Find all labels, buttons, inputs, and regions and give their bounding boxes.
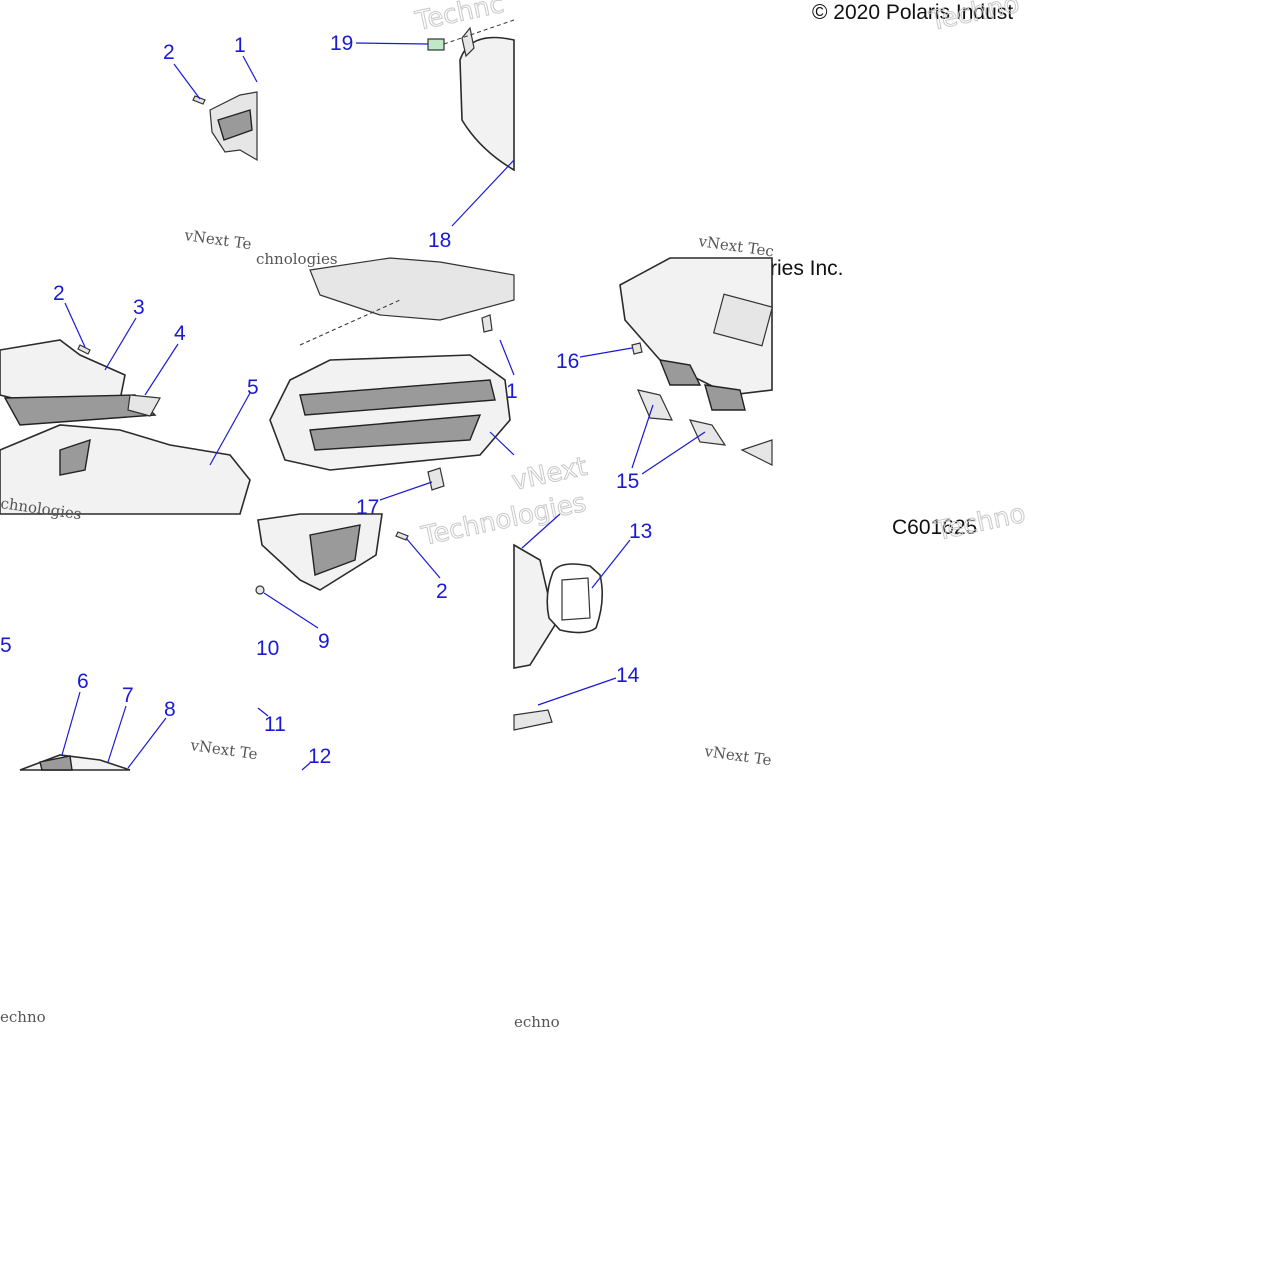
airbox-window (712, 293, 774, 347)
tile-top-middle: 19 18 Technc (330, 0, 515, 252)
screw-part-16 (631, 342, 643, 355)
watermark-text-5: vNext Te (188, 736, 258, 763)
callout-8: 8 (164, 698, 176, 721)
watermark-text-8: echno (514, 1013, 560, 1031)
screw-part-2c (395, 531, 409, 541)
pad-strip (740, 439, 773, 466)
head-lens-stripes (299, 379, 496, 416)
callout-14: 14 (616, 664, 640, 687)
clamp-part-15b (688, 419, 727, 446)
seal-inner (561, 577, 591, 621)
callout-1: 1 (234, 34, 246, 57)
diagram-code: C601625 (892, 516, 977, 539)
screw-part-2 (192, 95, 206, 105)
copyright-fragment: ries Inc. (770, 257, 844, 280)
duct-body (513, 543, 556, 669)
housing-detail (59, 438, 91, 476)
tile-mid-right: 16 15 (556, 257, 774, 493)
airbox-body (619, 257, 773, 396)
callout-1b: 1 (506, 380, 518, 403)
grille-part-3 (0, 339, 126, 406)
head-lens-stripes-2 (309, 414, 482, 451)
callout-12: 12 (308, 745, 331, 768)
callout-5b: 5 (0, 634, 12, 657)
callout-6: 6 (77, 670, 89, 693)
washer-part-9 (255, 585, 265, 595)
lower-lamp-lens (39, 755, 73, 771)
housing-part-5 (0, 424, 251, 515)
watermark-big: Technc (412, 0, 506, 37)
watermark-big-2: Techno (926, 0, 1022, 37)
clamp-part-15a (636, 389, 673, 421)
airbox-port-right (704, 384, 746, 411)
tile-top-right: vNext Tec Techno (696, 0, 1022, 261)
pad-part-14 (513, 709, 553, 731)
tile-bottom-left: 5 6 7 8 (0, 634, 176, 771)
callout-4: 4 (174, 322, 186, 345)
callout-5: 5 (247, 376, 259, 399)
clip-part-19 (427, 38, 445, 51)
airbox-port-left (658, 359, 702, 386)
callout-2: 2 (163, 41, 175, 64)
lamp-lens-lower (309, 524, 361, 576)
watermark-text-2: vNext Tec (696, 232, 775, 261)
tile-mid-left: 2 3 4 5 chnologies (0, 282, 259, 523)
screw-part-1b (481, 314, 493, 333)
watermark-big-4: Technologies (418, 488, 589, 552)
callout-18: 18 (428, 229, 451, 252)
watermark-text-7: echno (0, 1008, 46, 1026)
callout-10: 10 (256, 637, 279, 660)
callout-3: 3 (133, 296, 145, 319)
tile-lower-right: 13 14 Techno vNext Te (513, 498, 1029, 769)
lower-lamp-housing (19, 754, 131, 771)
callout-2c: 2 (436, 580, 448, 603)
callout-2b: 2 (53, 282, 65, 305)
watermark-text-6: vNext Te (702, 742, 772, 769)
callout-7: 7 (122, 684, 134, 707)
callout-16: 16 (556, 350, 579, 373)
copyright-text: © 2020 Polaris Indust (812, 1, 1013, 24)
callout-11: 11 (264, 713, 286, 736)
head-bracket-top (309, 257, 515, 321)
callout-9: 9 (318, 630, 330, 653)
clip-part-17 (427, 467, 445, 491)
callout-15: 15 (616, 470, 639, 493)
watermark-big-5: Techno (932, 499, 1028, 547)
callout-13: 13 (629, 520, 652, 543)
tile-center: 17 1 chnologies vNext (256, 250, 590, 519)
lens-part-4 (127, 394, 161, 417)
screw-part-2b (77, 344, 91, 355)
tile-top-left: 2 1 vNext Te (163, 34, 258, 253)
watermark-text: vNext Te (182, 226, 252, 253)
grille-slats (3, 394, 157, 426)
cover-part-18 (459, 36, 515, 172)
bracket-part-1-shadow (217, 109, 253, 141)
watermark-text-4: chnologies (256, 250, 338, 268)
callout-19: 19 (330, 32, 353, 55)
